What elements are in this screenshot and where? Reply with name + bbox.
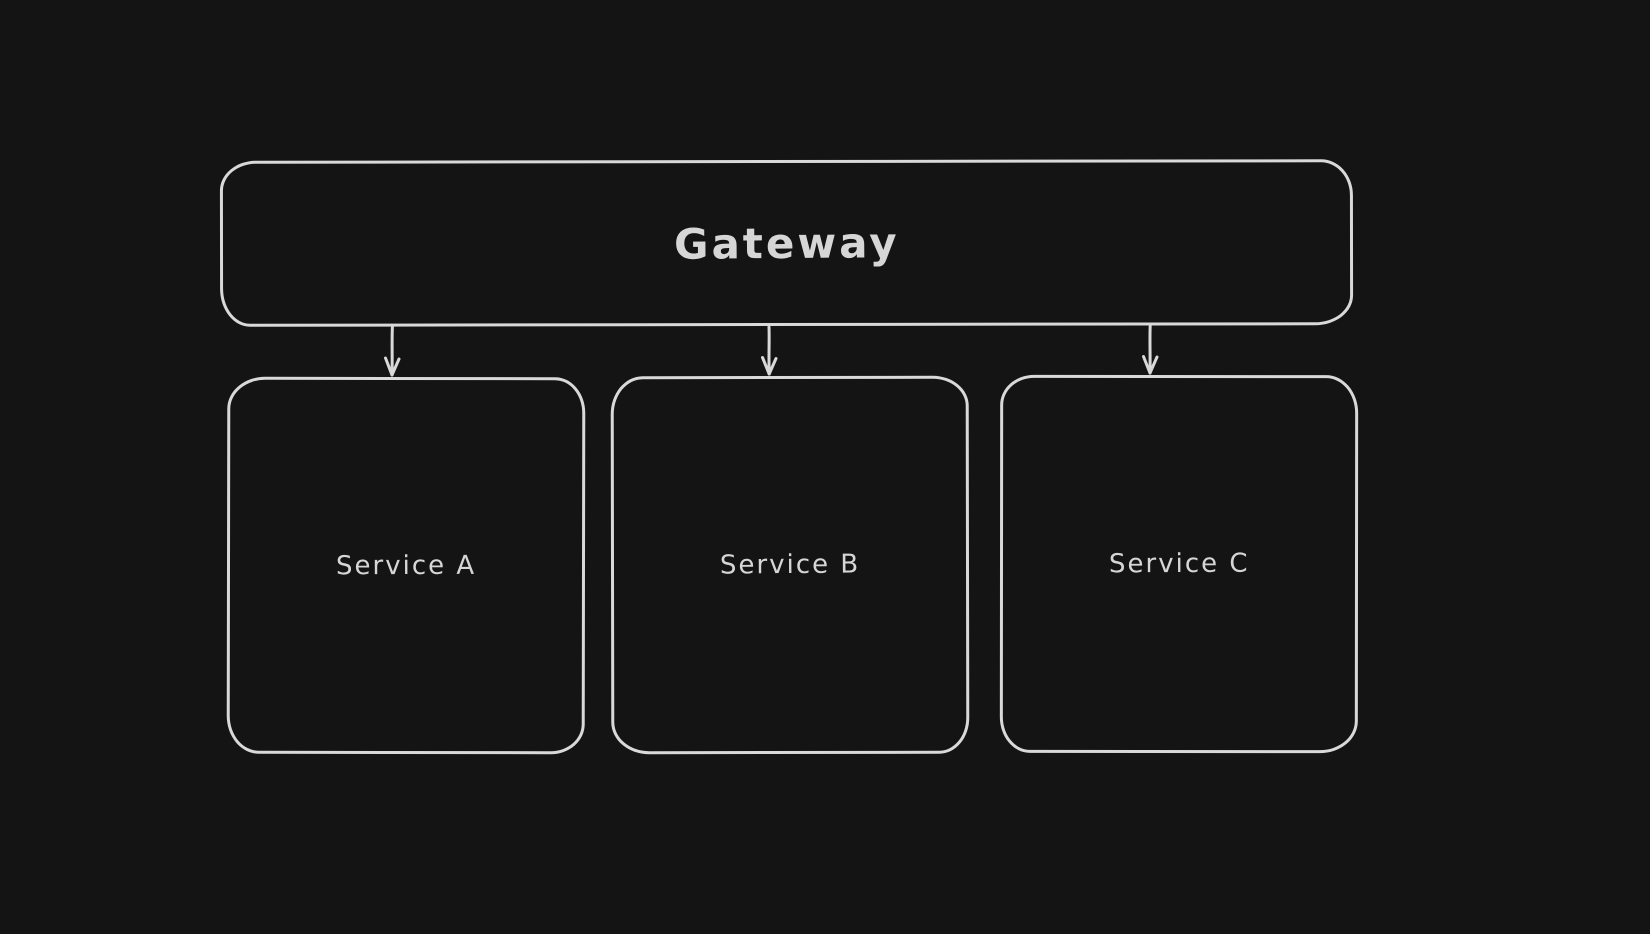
- arrow-head: [1142, 355, 1159, 375]
- arrow-gateway-to-service-c[interactable]: [1138, 324, 1162, 376]
- arrow-head: [761, 356, 778, 376]
- arrow-head: [384, 356, 401, 377]
- node-service-c[interactable]: Service C: [999, 374, 1359, 754]
- node-gateway-label: Gateway: [673, 217, 900, 269]
- node-service-a[interactable]: Service A: [226, 376, 586, 755]
- node-service-b-label: Service B: [719, 549, 861, 581]
- arrow-gateway-to-service-b[interactable]: [757, 325, 781, 377]
- node-gateway[interactable]: Gateway: [219, 159, 1354, 327]
- node-service-a-label: Service A: [335, 550, 477, 581]
- arrow-gateway-to-service-a[interactable]: [380, 325, 404, 378]
- node-service-c-label: Service C: [1108, 548, 1250, 580]
- node-service-b[interactable]: Service B: [610, 375, 970, 755]
